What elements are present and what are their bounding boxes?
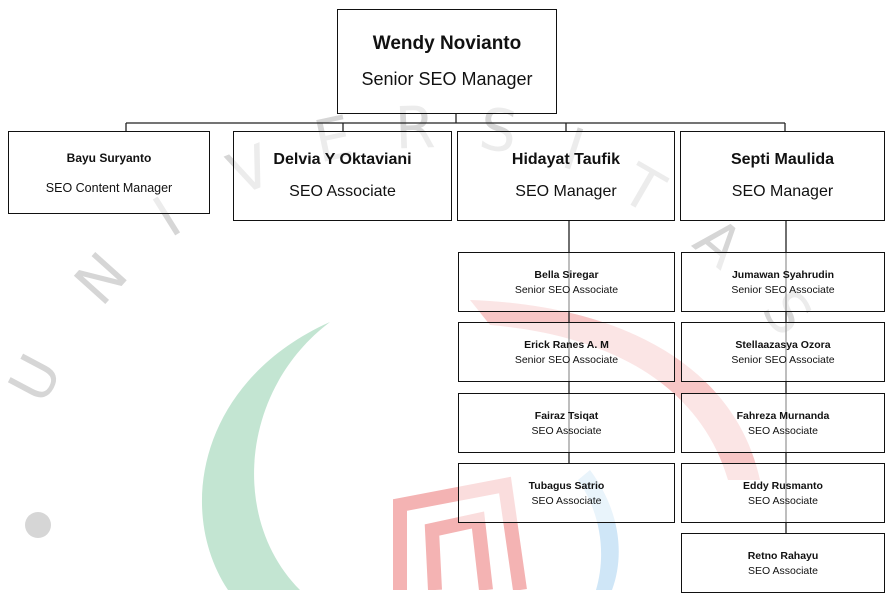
org-node-septi-maulida: Septi Maulida SEO Manager: [680, 131, 885, 221]
node-role: SEO Associate: [747, 494, 819, 507]
org-node-bayu-suryanto: Bayu Suryanto SEO Content Manager: [8, 131, 210, 214]
node-role: Senior SEO Associate: [514, 353, 619, 366]
node-name: Bayu Suryanto: [66, 150, 152, 165]
node-name: Jumawan Syahrudin: [731, 268, 835, 281]
node-name: Delvia Y Oktaviani: [273, 151, 412, 168]
org-node-erick-ranes: Erick Ranes A. M Senior SEO Associate: [458, 322, 675, 382]
node-role: Senior SEO Associate: [514, 283, 619, 296]
node-name: Hidayat Taufik: [511, 151, 621, 168]
node-name: Retno Rahayu: [747, 549, 819, 562]
node-name: Tubagus Satrio: [528, 479, 605, 492]
node-name: Septi Maulida: [730, 151, 835, 168]
node-role: SEO Associate: [289, 183, 396, 200]
org-node-fahreza-murnanda: Fahreza Murnanda SEO Associate: [681, 393, 885, 453]
node-name: Fairaz Tsiqat: [534, 409, 599, 422]
watermark-letter-n: N: [61, 240, 141, 318]
node-name: Wendy Novianto: [372, 33, 522, 54]
watermark-green-crescent: [201, 322, 330, 590]
org-node-delvia-y-oktaviani: Delvia Y Oktaviani SEO Associate: [233, 131, 452, 221]
watermark-letter-u: U: [0, 344, 75, 413]
org-node-hidayat-taufik: Hidayat Taufik SEO Manager: [457, 131, 675, 221]
node-role: Senior SEO Associate: [731, 353, 835, 366]
node-role: SEO Associate: [531, 424, 602, 437]
node-role: SEO Associate: [747, 424, 819, 437]
org-node-retno-rahayu: Retno Rahayu SEO Associate: [681, 533, 885, 593]
org-node-jumawan-syahrudin: Jumawan Syahrudin Senior SEO Associate: [681, 252, 885, 312]
node-role: SEO Manager: [515, 183, 617, 200]
node-name: Fahreza Murnanda: [736, 409, 830, 422]
org-node-tubagus-satrio: Tubagus Satrio SEO Associate: [458, 463, 675, 523]
node-role: Senior SEO Manager: [361, 69, 533, 89]
node-role: Senior SEO Associate: [731, 283, 835, 296]
node-role: SEO Manager: [731, 183, 834, 200]
org-node-eddy-rusmanto: Eddy Rusmanto SEO Associate: [681, 463, 885, 523]
org-node-stellaazasya-ozora: Stellaazasya Ozora Senior SEO Associate: [681, 322, 885, 382]
watermark-dot: [25, 512, 51, 538]
node-name: Erick Ranes A. M: [524, 338, 609, 351]
node-name: Stellaazasya Ozora: [735, 338, 831, 351]
node-name: Eddy Rusmanto: [743, 479, 823, 492]
node-role: SEO Associate: [747, 564, 819, 577]
org-node-bella-siregar: Bella Siregar Senior SEO Associate: [458, 252, 675, 312]
node-name: Bella Siregar: [534, 268, 599, 281]
org-node-root: Wendy Novianto Senior SEO Manager: [337, 9, 557, 114]
org-node-fairaz-tsiqat: Fairaz Tsiqat SEO Associate: [458, 393, 675, 453]
node-role: SEO Content Manager: [45, 180, 173, 195]
node-role: SEO Associate: [531, 494, 602, 507]
